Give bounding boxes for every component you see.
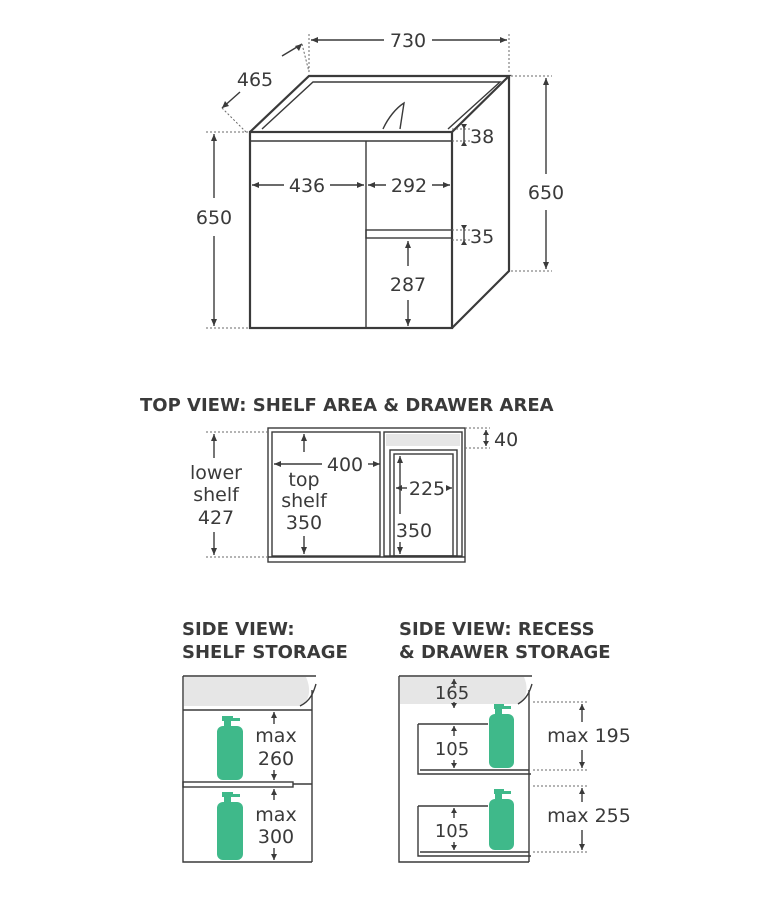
top-view-heading: TOP VIEW: SHELF AREA & DRAWER AREA bbox=[140, 395, 554, 416]
upper-drawer-height-label: 105 bbox=[435, 739, 469, 760]
top-shelf-value: 350 bbox=[286, 512, 322, 534]
lower-drawer bbox=[417, 806, 531, 857]
side-view-shelf-section: SIDE VIEW: SHELF STORAGE max 260 bbox=[182, 619, 348, 863]
lower-max-255-label: max 255 bbox=[547, 805, 631, 827]
bottle-drawer-lower-icon bbox=[489, 789, 514, 850]
top-view-section: TOP VIEW: SHELF AREA & DRAWER AREA lower… bbox=[140, 395, 554, 563]
bottle-upper-icon bbox=[217, 716, 243, 780]
shelf-width-label: 400 bbox=[327, 454, 363, 476]
lower-shelf-value: 427 bbox=[198, 507, 234, 529]
drawer-rail bbox=[365, 229, 453, 239]
lower-shelf-line2: shelf bbox=[193, 484, 240, 506]
side-recess-outline bbox=[398, 675, 532, 863]
lower-drawer-height-label: 105 bbox=[435, 821, 469, 842]
drawer-gap-label: 35 bbox=[470, 226, 494, 248]
middle-shelf bbox=[182, 781, 294, 788]
lower-max-label: max bbox=[255, 804, 296, 826]
side-shelf-basin bbox=[184, 677, 310, 706]
drawer-depth-label: 350 bbox=[396, 520, 432, 542]
top-shelf-line2: shelf bbox=[281, 490, 328, 512]
bottle-drawer-upper-icon bbox=[489, 704, 514, 768]
left-door-width-label: 436 bbox=[289, 175, 325, 197]
lower-compartment-label: 287 bbox=[390, 274, 426, 296]
cabinet-inner-rim bbox=[261, 81, 502, 130]
side-recess-heading-line2: & DRAWER STORAGE bbox=[399, 642, 611, 663]
drawer-offset-label: 40 bbox=[494, 429, 518, 451]
side-recess-basin bbox=[400, 677, 527, 704]
lower-shelf-line1: lower bbox=[190, 462, 242, 484]
drawer-width-label: 292 bbox=[391, 175, 427, 197]
upper-drawer bbox=[417, 724, 531, 775]
bottle-lower-icon bbox=[217, 792, 243, 860]
lower-max-value: 300 bbox=[258, 826, 294, 848]
cabinet-side bbox=[451, 76, 511, 329]
side-shelf-outline bbox=[182, 675, 316, 863]
recess-height-label: 165 bbox=[435, 683, 469, 704]
drawer-inner-width-label: 225 bbox=[409, 478, 445, 500]
side-shelf-heading-line1: SIDE VIEW: bbox=[182, 619, 295, 640]
basin-cutout bbox=[382, 101, 405, 130]
side-view-recess-section: SIDE VIEW: RECESS & DRAWER STORAGE bbox=[398, 619, 631, 863]
upper-max-value: 260 bbox=[258, 748, 294, 770]
cabinet-3d-view: 730 465 650 650 436 292 bbox=[196, 30, 564, 330]
depth-label: 465 bbox=[237, 69, 273, 91]
height-left-label: 650 bbox=[196, 207, 232, 229]
side-recess-heading-line1: SIDE VIEW: RECESS bbox=[399, 619, 595, 640]
height-right-label: 650 bbox=[528, 182, 564, 204]
drawer-front-panel bbox=[386, 434, 460, 446]
upper-max-label: max bbox=[255, 725, 296, 747]
width-label: 730 bbox=[390, 30, 426, 52]
upper-max-195-label: max 195 bbox=[547, 725, 631, 747]
top-shelf-line1: top bbox=[288, 469, 319, 491]
shelf-area bbox=[271, 431, 381, 557]
top-gap-label: 38 bbox=[470, 126, 494, 148]
cabinet-top bbox=[249, 74, 512, 133]
side-shelf-heading-line2: SHELF STORAGE bbox=[182, 642, 348, 663]
top-view-outline bbox=[267, 427, 466, 563]
